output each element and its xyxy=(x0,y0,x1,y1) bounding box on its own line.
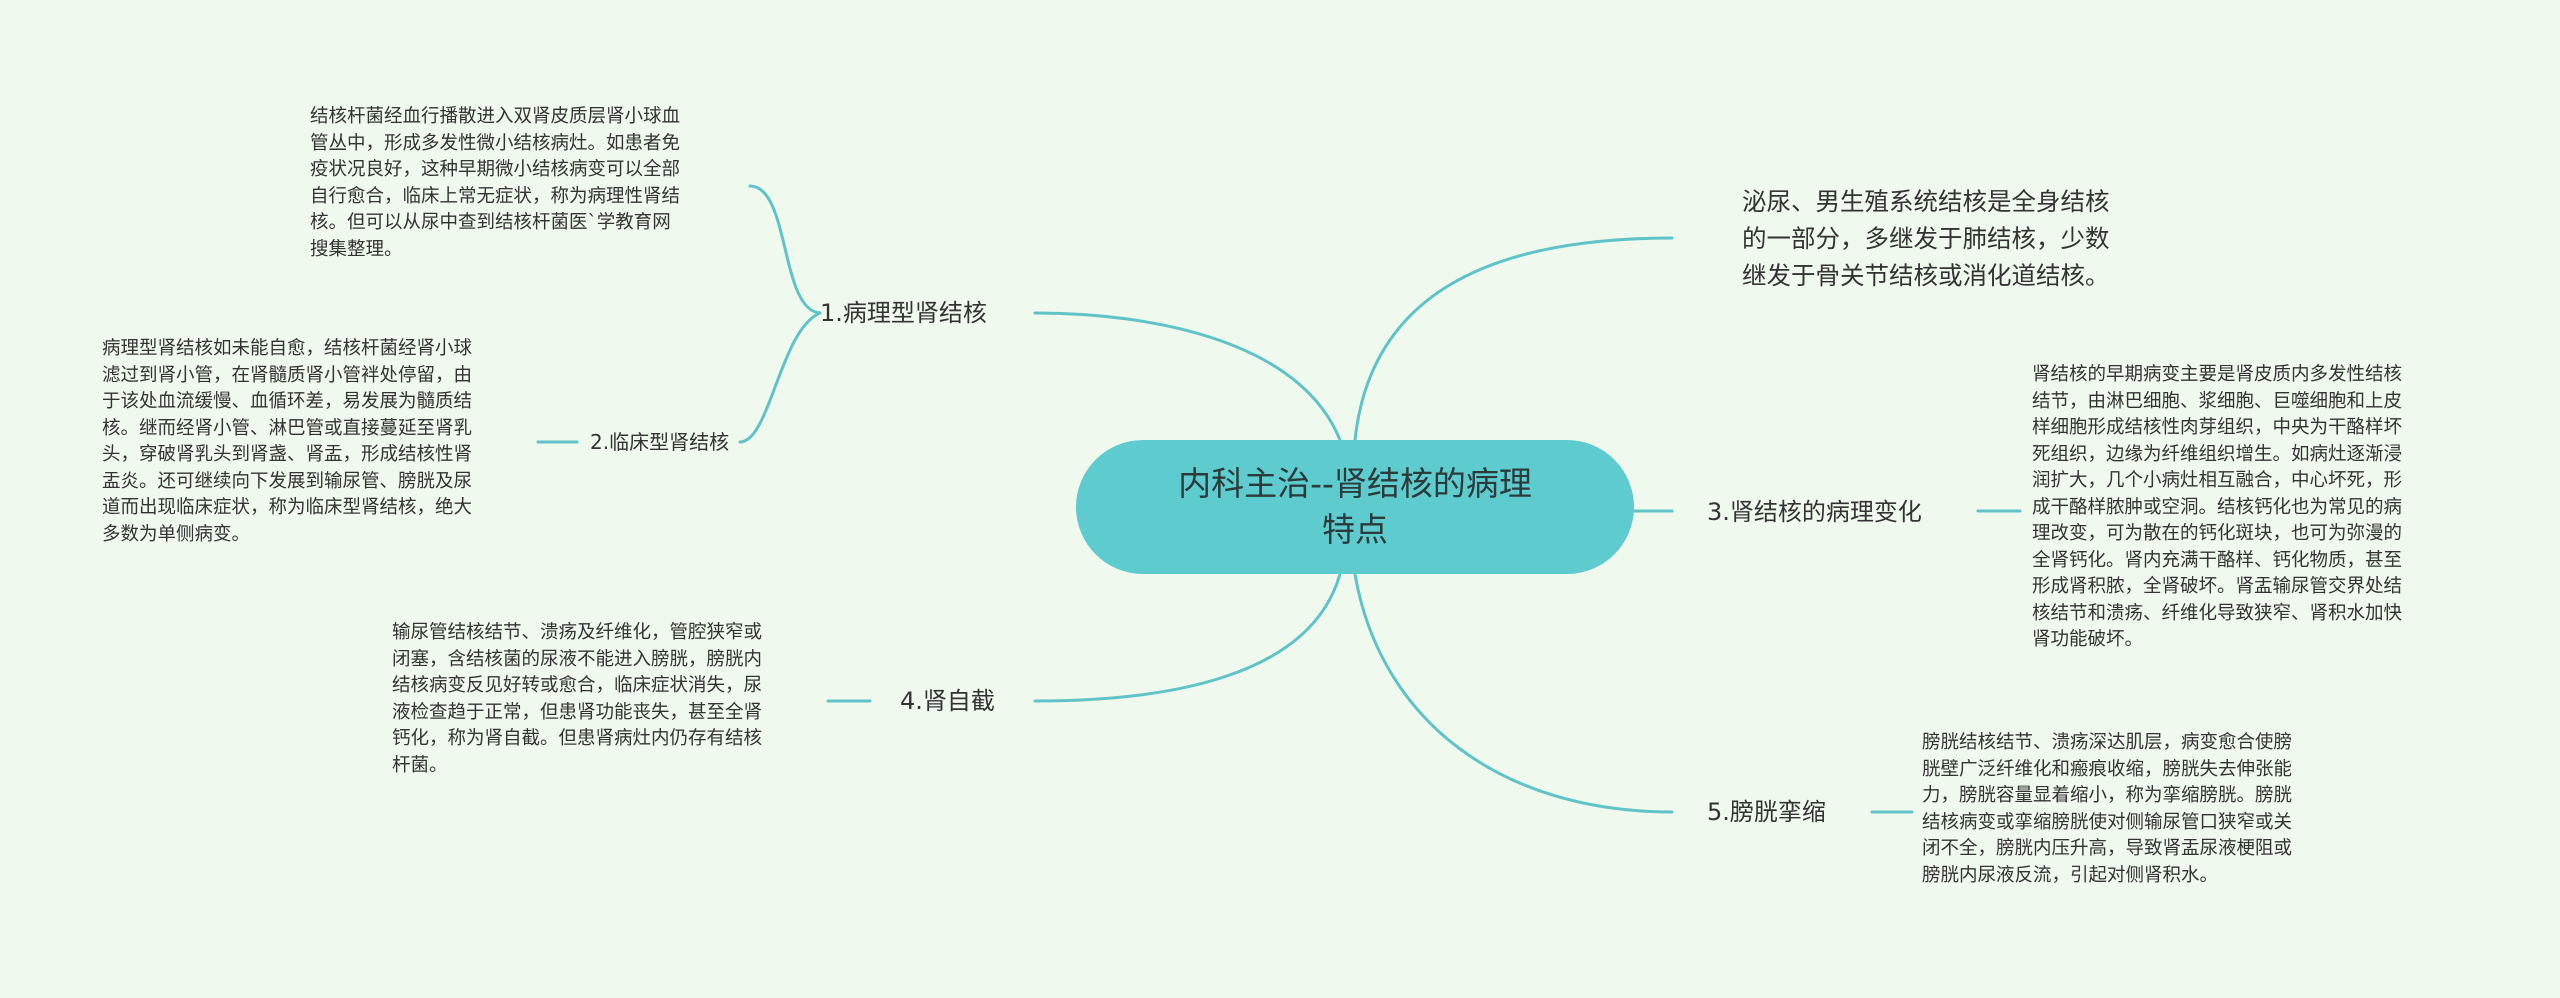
branch-1-note[interactable]: 结核杆菌经血行播散进入双肾皮质层肾小球血 管丛中，形成多发性微小结核病灶。如患者… xyxy=(310,104,680,263)
note-line: 理改变，可为散在的钙化斑块，也可为弥漫的 xyxy=(2032,523,2403,544)
connector-summary xyxy=(1353,236,1674,442)
connector-note-1 xyxy=(748,184,822,315)
note-line: 结核病变或挛缩膀胱使对侧输尿管口狭窄或关 xyxy=(1922,811,2293,833)
note-line: 闭塞，含结核菌的尿液不能进入膀胱，膀胱内 xyxy=(392,648,763,670)
branch-1-topic[interactable]: 1.病理型肾结核 xyxy=(820,298,987,328)
note-line: 多数为单侧病变。 xyxy=(102,523,251,545)
note-line: 于该处血流缓慢、血循环差，易发展为髓质结 xyxy=(102,391,473,412)
branch-5-label: 5.膀胱挛缩 xyxy=(1707,798,1826,826)
note-line: 头，穿破肾乳头到肾盏、肾盂，形成结核性肾 xyxy=(102,444,473,465)
note-line: 道而出现临床症状，称为临床型肾结核，绝大 xyxy=(102,497,473,518)
note-line: 盂炎。还可继续向下发展到输尿管、膀胱及尿 xyxy=(102,470,473,492)
branch-3-topic[interactable]: 3.肾结核的病理变化 xyxy=(1707,497,1922,527)
root-title-line-1: 内科主治--肾结核的病理 xyxy=(1178,464,1532,503)
note-line: 杆菌。 xyxy=(392,754,448,776)
note-line: 成干酪样脓肿或空洞。结核钙化也为常见的病 xyxy=(2032,496,2403,518)
note-line: 膀胱内尿液反流，引起对侧肾积水。 xyxy=(1922,864,2219,886)
note-line: 管丛中，形成多发性微小结核病灶。如患者免 xyxy=(310,132,681,154)
connector-branch-1 xyxy=(1033,311,1342,442)
branch-2-label: 2.临床型肾结核 xyxy=(590,430,730,454)
root-topic[interactable]: 内科主治--肾结核的病理 特点 xyxy=(1076,440,1634,574)
summary-line: 的一部分，多继发于肺结核，少数 xyxy=(1742,224,2110,253)
note-line: 核。继而经肾小管、淋巴管或直接蔓延至肾乳 xyxy=(102,417,473,439)
note-line: 全肾钙化。肾内充满干酪样、钙化物质，甚至 xyxy=(2032,549,2403,571)
note-line: 结节，由淋巴细胞、浆细胞、巨噬细胞和上皮 xyxy=(2032,390,2403,412)
branch-4-label: 4.肾自截 xyxy=(900,687,995,715)
note-line: 滤过到肾小管，在肾髓质肾小管袢处停留，由 xyxy=(102,364,473,386)
note-line: 肾结核的早期病变主要是肾皮质内多发性结核 xyxy=(2032,364,2403,385)
connector-branch-2 xyxy=(738,311,822,444)
note-line: 输尿管结核结节、溃疡及纤维化，管腔狭窄或 xyxy=(392,622,763,643)
note-line: 胱壁广泛纤维化和瘢痕收缩，膀胱失去伸张能 xyxy=(1922,758,2293,780)
branch-4-topic[interactable]: 4.肾自截 xyxy=(900,686,995,716)
branch-3-label: 3.肾结核的病理变化 xyxy=(1707,498,1922,526)
note-line: 膀胱结核结节、溃疡深达肌层，病变愈合使膀 xyxy=(1922,732,2293,753)
connector-branch-4 xyxy=(1033,572,1342,703)
note-line: 样细胞形成结核性肉芽组织，中央为干酪样坏 xyxy=(2032,417,2403,438)
root-title-line-2: 特点 xyxy=(1321,510,1388,549)
branch-3-note[interactable]: 肾结核的早期病变主要是肾皮质内多发性结核 结节，由淋巴细胞、浆细胞、巨噬细胞和上… xyxy=(2032,362,2402,654)
note-line: 形成肾积脓，全肾破坏。肾盂输尿管交界处结 xyxy=(2032,576,2403,597)
note-line: 搜集整理。 xyxy=(310,238,403,260)
branch-2-topic[interactable]: 2.临床型肾结核 xyxy=(590,429,729,455)
note-line: 肾功能破坏。 xyxy=(2032,629,2144,650)
branch-4-note[interactable]: 输尿管结核结节、溃疡及纤维化，管腔狭窄或 闭塞，含结核菌的尿液不能进入膀胱，膀胱… xyxy=(392,620,762,779)
note-line: 死组织，边缘为纤维组织增生。如病灶逐渐浸 xyxy=(2032,443,2403,465)
summary-line: 泌尿、男生殖系统结核是全身结核 xyxy=(1742,187,2110,216)
note-line: 病理型肾结核如未能自愈，结核杆菌经肾小球 xyxy=(102,338,473,359)
summary-line: 继发于骨关节结核或消化道结核。 xyxy=(1742,261,2110,290)
note-line: 润扩大，几个小病灶相互融合，中心坏死，形 xyxy=(2032,470,2403,491)
note-line: 疫状况良好，这种早期微小结核病变可以全部 xyxy=(310,159,681,180)
connector-branch-5 xyxy=(1353,572,1674,814)
note-line: 闭不全，膀胱内压升高，导致肾盂尿液梗阻或 xyxy=(1922,838,2293,859)
note-line: 力，膀胱容量显着缩小，称为挛缩膀胱。膀胱 xyxy=(1922,785,2293,806)
note-line: 结核杆菌经血行播散进入双肾皮质层肾小球血 xyxy=(310,106,681,127)
note-line: 结核病变反见好转或愈合，临床症状消失，尿 xyxy=(392,675,763,696)
branch-2-note[interactable]: 病理型肾结核如未能自愈，结核杆菌经肾小球 滤过到肾小管，在肾髓质肾小管袢处停留，… xyxy=(102,336,472,548)
summary-topic[interactable]: 泌尿、男生殖系统结核是全身结核 的一部分，多继发于肺结核，少数 继发于骨关节结核… xyxy=(1742,183,2110,294)
note-line: 液检查趋于正常，但患肾功能丧失，甚至全肾 xyxy=(392,701,763,723)
branch-5-topic[interactable]: 5.膀胱挛缩 xyxy=(1707,797,1826,827)
note-line: 核。但可以从尿中查到结核杆菌医`学教育网 xyxy=(310,212,671,233)
note-line: 核结节和溃疡、纤维化导致狭窄、肾积水加快 xyxy=(2032,602,2403,624)
note-line: 钙化，称为肾自截。但患肾病灶内仍存有结核 xyxy=(392,728,763,749)
branch-1-label: 1.病理型肾结核 xyxy=(820,299,987,327)
branch-5-note[interactable]: 膀胱结核结节、溃疡深达肌层，病变愈合使膀 胱壁广泛纤维化和瘢痕收缩，膀胱失去伸张… xyxy=(1922,730,2292,889)
note-line: 自行愈合，临床上常无症状，称为病理性肾结 xyxy=(310,185,681,207)
